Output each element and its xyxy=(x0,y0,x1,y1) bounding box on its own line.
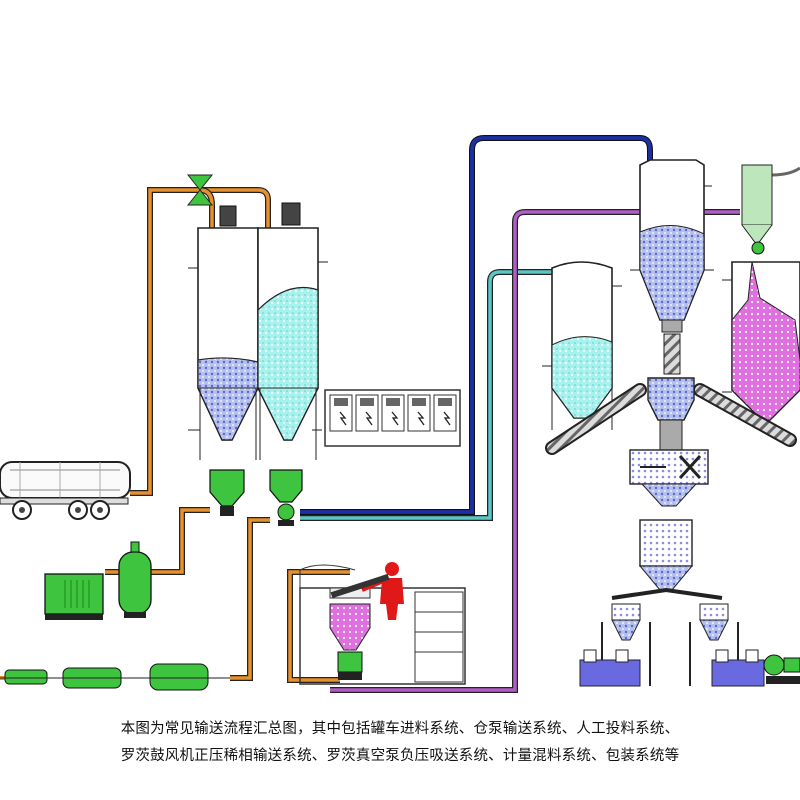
cyan-silo xyxy=(542,261,622,430)
air-tank xyxy=(118,541,152,618)
tanker-truck xyxy=(0,461,131,520)
packing-machines xyxy=(579,603,800,687)
twin-silos xyxy=(186,174,328,460)
diverter-valve xyxy=(186,174,214,206)
mixer xyxy=(629,449,709,507)
packing-machine-right xyxy=(689,603,765,687)
pink-silo xyxy=(722,261,800,421)
manual-feeding-station xyxy=(299,562,466,685)
screw-conveyors xyxy=(545,383,797,455)
operator-figure xyxy=(330,562,404,620)
packing-machine-left xyxy=(579,603,651,687)
caption-line-1: 本图为常见输送流程汇总图，其中包括罐车进料系统、仓泵输送系统、人工投料系统、 xyxy=(120,721,680,737)
roots-blowers xyxy=(0,663,230,691)
center-silo xyxy=(630,159,714,375)
conveyor-motor xyxy=(763,654,800,684)
silo-pumps xyxy=(209,469,303,526)
caption-line-2: 罗茨鼓风机正压稀相输送系统、罗茨真空泵负压吸送系统、计量混料系统、包装系统等 xyxy=(120,748,680,764)
feeding-hopper xyxy=(329,603,371,651)
air-compressor xyxy=(44,573,104,620)
finished-product-bin xyxy=(611,519,723,600)
control-panels xyxy=(324,389,461,447)
weighing-hopper xyxy=(647,377,695,451)
dust-collector xyxy=(741,164,773,255)
